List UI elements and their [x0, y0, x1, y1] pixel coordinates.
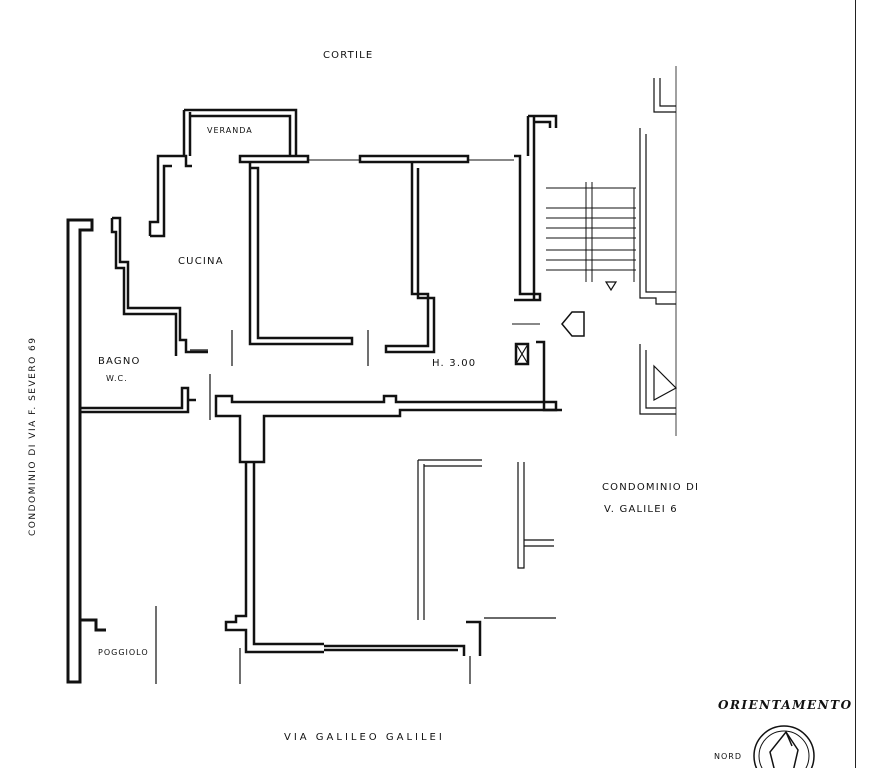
- balcony-label: POGGIOLO: [98, 648, 149, 657]
- neighbor-building-label-2: V. GALILEI 6: [604, 504, 678, 515]
- sheet-border: [855, 0, 856, 768]
- wc-label: W.C.: [106, 374, 128, 383]
- north-label: NORD: [714, 752, 742, 761]
- stair-block: [546, 182, 636, 292]
- bathroom-label: BAGNO: [98, 356, 141, 367]
- street-label: VIA GALILEO GALILEI: [284, 732, 445, 743]
- central-walls: [308, 154, 514, 354]
- thin-partitions: [155, 330, 554, 684]
- ceiling-height-label: H. 3.00: [432, 358, 477, 369]
- bathroom-walls: [80, 216, 208, 414]
- lower-walls: [224, 462, 556, 656]
- orientation-title: ORIENTAMENTO: [718, 698, 853, 712]
- left-exterior-wall: [66, 218, 106, 684]
- side-neighbor-label: CONDOMINIO DI VIA F. SEVERO 69: [28, 336, 38, 537]
- kitchen-label: CUCINA: [178, 256, 224, 267]
- stair-walls: [514, 114, 562, 412]
- neighbor-building-label-1: CONDOMINIO DI: [602, 482, 700, 493]
- north-compass: [753, 725, 815, 768]
- courtyard-label: CORTILE: [323, 50, 374, 61]
- middle-wall: [214, 394, 558, 464]
- adjacent-building: [639, 66, 677, 436]
- kitchen-north-walls: [148, 108, 354, 346]
- veranda-label: VERANDA: [207, 126, 253, 135]
- entrance-arrow: [512, 311, 585, 337]
